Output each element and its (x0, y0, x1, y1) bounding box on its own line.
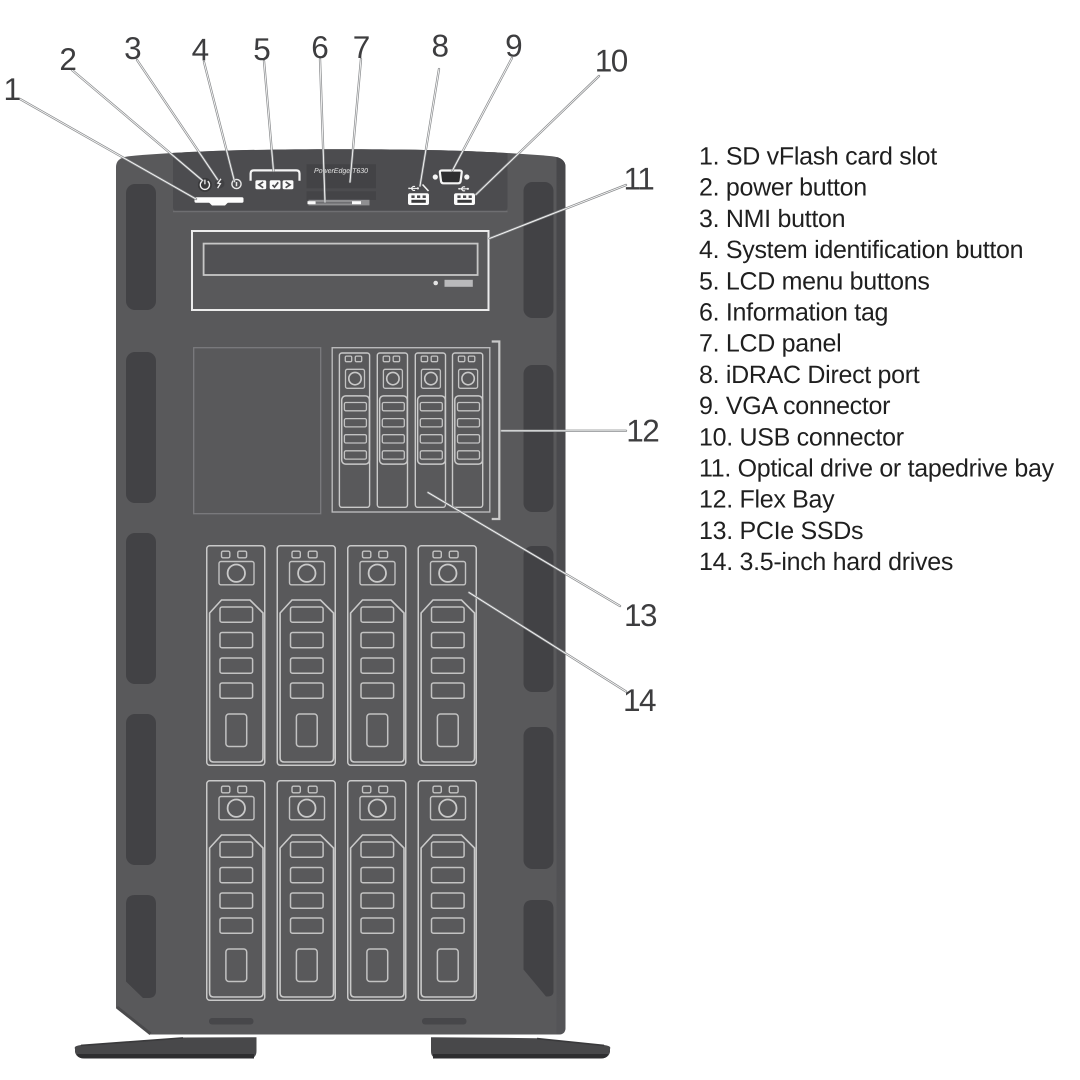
svg-text:4: 4 (192, 31, 209, 67)
svg-text:10. USB connector: 10. USB connector (699, 423, 904, 451)
svg-text:5: 5 (253, 31, 270, 67)
svg-text:3. NMI button: 3. NMI button (699, 205, 845, 233)
svg-text:12: 12 (626, 413, 658, 449)
svg-text:1. SD vFlash card slot: 1. SD vFlash card slot (699, 143, 937, 171)
svg-text:12. Flex Bay: 12. Flex Bay (699, 486, 835, 514)
svg-text:13: 13 (624, 597, 657, 633)
svg-text:8: 8 (431, 28, 448, 64)
svg-text:9. VGA connector: 9. VGA connector (699, 392, 890, 420)
svg-text:6. Information tag: 6. Information tag (699, 299, 888, 327)
svg-text:9: 9 (505, 28, 522, 64)
svg-text:2: 2 (59, 41, 75, 77)
svg-text:8. iDRAC Direct port: 8. iDRAC Direct port (699, 361, 920, 389)
svg-text:PowerEdge T630: PowerEdge T630 (314, 167, 368, 175)
svg-text:11. Optical drive or tapedrive: 11. Optical drive or tapedrive bay (699, 455, 1055, 483)
svg-text:2. power button: 2. power button (699, 174, 867, 202)
svg-text:6: 6 (311, 29, 328, 65)
svg-text:1: 1 (3, 71, 19, 107)
svg-text:4. System identification butto: 4. System identification button (699, 236, 1023, 264)
svg-text:7: 7 (353, 29, 369, 65)
svg-text:3: 3 (124, 30, 141, 66)
svg-text:7. LCD panel: 7. LCD panel (699, 330, 841, 358)
svg-text:10: 10 (595, 43, 628, 79)
svg-text:14: 14 (623, 682, 656, 718)
svg-text:13. PCIe SSDs: 13. PCIe SSDs (699, 517, 863, 545)
svg-text:11: 11 (624, 161, 654, 197)
svg-text:5. LCD menu buttons: 5. LCD menu buttons (699, 267, 930, 295)
svg-text:14. 3.5-inch hard drives: 14. 3.5-inch hard drives (699, 548, 953, 576)
